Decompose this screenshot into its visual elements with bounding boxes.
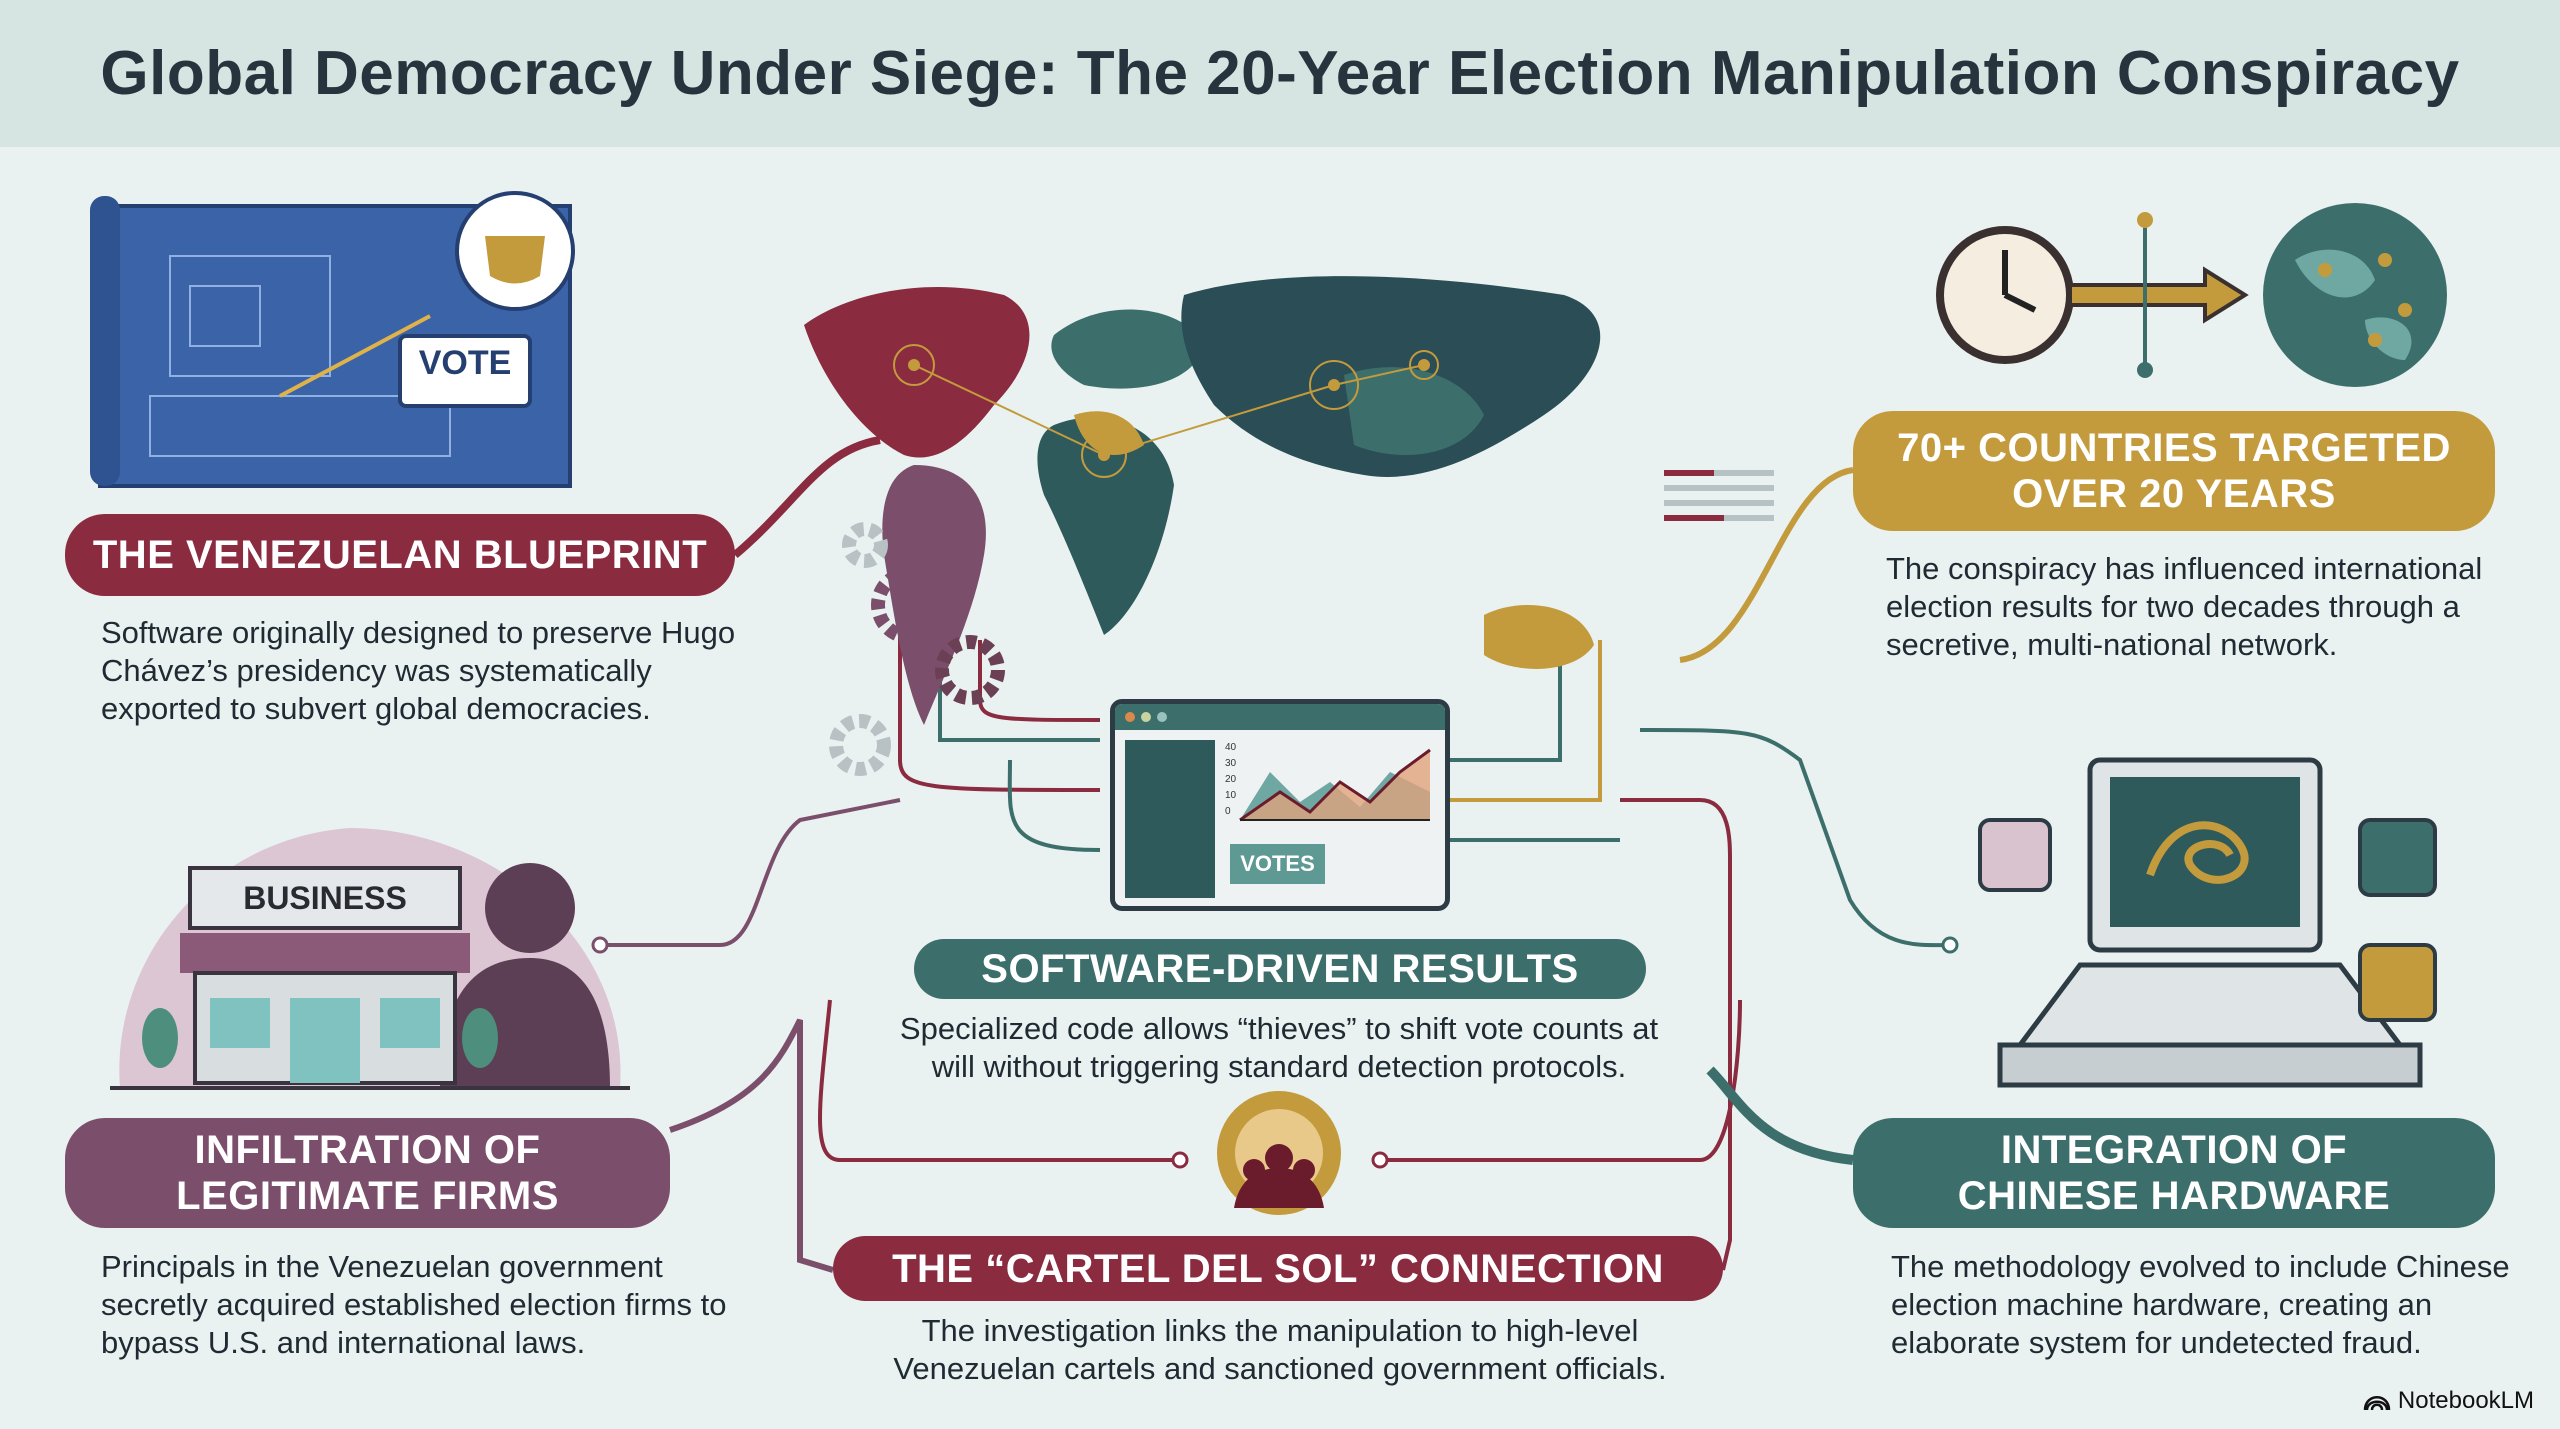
y-tick: 20 (1225, 774, 1237, 785)
notebooklm-watermark: NotebookLM (2363, 1387, 2534, 1415)
chinese-hardware-machine-illustration (1978, 757, 2437, 1088)
countries-targeted-heading: 70+ COUNTRIES TARGETED OVER 20 YEARS (1853, 411, 2495, 531)
countries-heading-line1: 70+ COUNTRIES TARGETED (1897, 426, 2451, 470)
software-results-text: Specialized code allows “thieves” to shi… (899, 1011, 1659, 1084)
vote-trend-chart (1239, 748, 1431, 822)
clock-to-globe-illustration (1936, 203, 2447, 387)
title-bar: Global Democracy Under Siege: The 20-Yea… (0, 0, 2560, 147)
window-titlebar (1115, 704, 1445, 730)
window-dot-icon (1141, 712, 1151, 722)
window-dot-icon (1157, 712, 1167, 722)
business-sign: BUSINESS (243, 880, 407, 916)
y-tick: 0 (1225, 806, 1231, 817)
infiltration-heading-line1: INFILTRATION OF (194, 1128, 541, 1172)
window-dot-icon (1125, 712, 1135, 722)
page-title: Global Democracy Under Siege: The 20-Yea… (100, 39, 2460, 108)
infiltration-heading: INFILTRATION OF LEGITIMATE FIRMS (65, 1118, 670, 1228)
y-tick: 30 (1225, 758, 1237, 769)
chinese-hardware-text: The methodology evolved to include Chine… (1891, 1249, 2510, 1360)
notebooklm-logo-icon (2363, 1396, 2391, 1411)
y-tick: 10 (1225, 790, 1237, 801)
countries-targeted-text: The conspiracy has influenced internatio… (1886, 551, 2483, 662)
software-results-heading: SOFTWARE-DRIVEN RESULTS (914, 939, 1646, 999)
infiltration-text: Principals in the Venezuelan government … (101, 1249, 727, 1360)
venezuelan-blueprint-text: Software originally designed to preserve… (101, 615, 736, 726)
venezuelan-blueprint-heading: THE VENEZUELAN BLUEPRINT (65, 514, 735, 596)
cartel-heading: THE “CARTEL DEL SOL” CONNECTION (833, 1236, 1723, 1301)
votes-label: VOTES (1230, 844, 1325, 884)
vote-software-screen: 40 30 20 10 0 VOTES (1110, 699, 1450, 911)
chinese-hardware-heading: INTEGRATION OF CHINESE HARDWARE (1853, 1118, 2495, 1228)
countries-heading-line2: OVER 20 YEARS (2012, 472, 2336, 516)
hardware-heading-line1: INTEGRATION OF (2000, 1128, 2348, 1172)
y-tick: 40 (1225, 742, 1237, 753)
cartel-sun-icon (1217, 1091, 1341, 1215)
vote-sign: VOTE (418, 344, 512, 382)
gears-icon (829, 522, 1005, 776)
infiltration-heading-line2: LEGITIMATE FIRMS (176, 1174, 559, 1218)
world-map-illustration (804, 276, 1774, 725)
business-storefront-illustration: BUSINESS (110, 808, 630, 1098)
cartel-text: The investigation links the manipulation… (893, 1313, 1667, 1386)
code-panel (1125, 740, 1215, 898)
chart-y-ticks: 40 30 20 10 0 (1225, 740, 1236, 820)
brand-name: NotebookLM (2397, 1387, 2534, 1414)
hardware-heading-line2: CHINESE HARDWARE (1957, 1174, 2391, 1218)
venezuelan-blueprint-illustration: VOTE (90, 191, 580, 490)
